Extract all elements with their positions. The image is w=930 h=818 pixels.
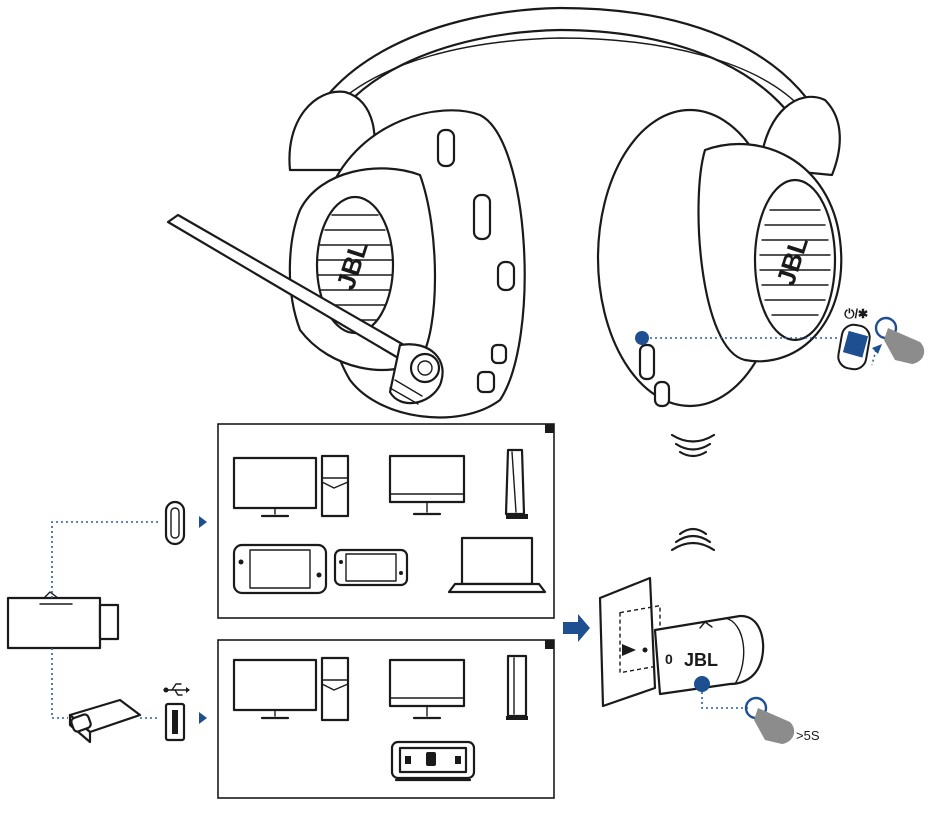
left-cup-mic-mute[interactable] — [496, 260, 516, 292]
left-grille-pattern — [317, 214, 393, 321]
power-bluetooth-symbol: ⏻/✱ — [844, 306, 868, 321]
headband-inner — [316, 28, 817, 162]
arrow-right-icon-2 — [199, 712, 207, 724]
dongle-brand: JBL — [684, 650, 718, 670]
laptop-icon — [447, 536, 547, 594]
headset: JBL JBL — [166, 6, 843, 419]
imac-icon — [388, 454, 466, 516]
dongle-connect-button[interactable] — [694, 676, 710, 692]
pc-tower-icon-2 — [320, 656, 350, 722]
usb-adapter-path — [51, 648, 68, 719]
finger-press-icon-bottom — [744, 696, 795, 744]
left-cup-chat-dial[interactable] — [436, 128, 456, 168]
dongle-mark: 0 — [665, 651, 673, 667]
usb-c-devices-box — [217, 423, 555, 619]
pc-tower-icon — [320, 454, 350, 518]
hold-duration-label: >5S — [796, 728, 820, 743]
power-bluetooth-callout: ⏻/✱ — [650, 306, 925, 371]
imac-icon-2 — [388, 658, 466, 720]
wireless-wave-send-icon — [670, 527, 716, 552]
right-grille-pattern — [759, 209, 831, 316]
switch-dock-icon — [390, 740, 476, 782]
dongle-button-path — [701, 692, 750, 709]
insert-arrow-icon — [622, 644, 636, 656]
monitor-icon — [232, 456, 318, 518]
left-cup-usb-c-port — [476, 370, 496, 394]
usb-c-path — [51, 521, 160, 598]
microphone-boom — [166, 213, 444, 405]
usb-a-port-inner — [172, 710, 178, 734]
xbox-console-icon — [506, 654, 528, 720]
usb-c-port-inner — [170, 507, 180, 539]
monitor-icon-2 — [232, 658, 318, 720]
switch-lite-icon — [333, 548, 409, 587]
dongle-in-computer: 0 JBL — [598, 576, 765, 709]
switch-console-icon — [232, 543, 328, 595]
ps5-console-icon — [504, 448, 528, 519]
headband-outer — [298, 6, 837, 152]
headband-stitch — [329, 37, 806, 113]
right-cup-button[interactable] — [653, 380, 671, 408]
left-cup-volume-dial[interactable] — [472, 193, 492, 241]
big-arrow-right-icon — [563, 614, 590, 642]
usb-c-adapter — [68, 698, 142, 744]
slider-knob — [842, 330, 869, 358]
usb-a-devices-box — [217, 639, 555, 799]
finger-press-icon-top — [871, 316, 925, 366]
left-cup-3-5mm-jack — [490, 343, 508, 365]
computer-side-panel — [598, 576, 657, 708]
arrow-right-icon — [199, 516, 207, 528]
right-cup-slider[interactable] — [638, 343, 656, 381]
wireless-wave-receive-icon — [670, 433, 716, 458]
usb-symbol-icon — [163, 683, 190, 696]
usb-dongle — [6, 591, 120, 650]
power-bluetooth-highlight — [635, 331, 649, 345]
